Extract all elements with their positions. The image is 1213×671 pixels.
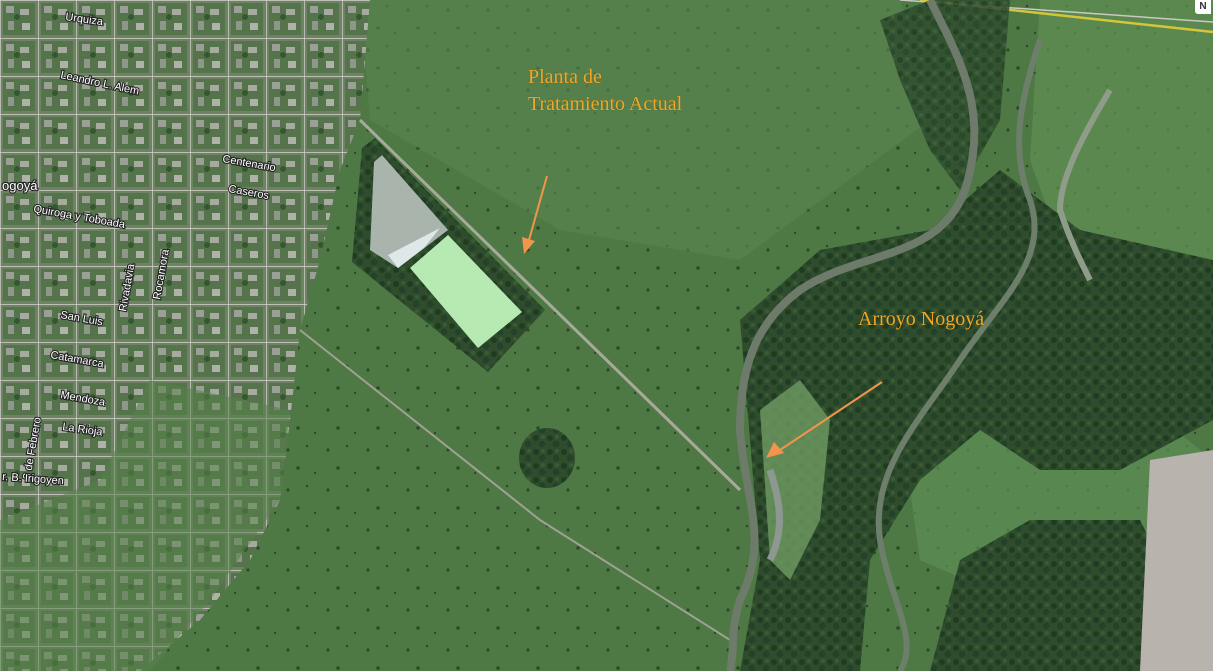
street-irigoyen: r. B. Irigoyen (2, 471, 64, 487)
forest-southeast (930, 520, 1180, 671)
field-patch-east (1030, 0, 1213, 300)
riparian-forest (740, 170, 1213, 671)
town-nogoya: ogoyá (2, 178, 38, 193)
annotation-plant: Planta de Tratamiento Actual (528, 64, 682, 118)
plant-lagoon-white (388, 228, 440, 268)
river-oxbow (766, 468, 783, 562)
annotation-plant-line2: Tratamiento Actual (528, 93, 683, 115)
road-diagonal (358, 118, 742, 492)
annotation-river: Arroyo Nogoyá (858, 308, 985, 330)
annotation-plant-line1: Planta de (528, 66, 602, 88)
town-outskirts (0, 380, 290, 671)
road-west (299, 329, 731, 641)
arrow-to-river-icon (766, 381, 883, 458)
river-nogoya (726, 0, 979, 671)
river-tributary (875, 39, 1043, 671)
field-patch-light (360, 0, 930, 260)
north-indicator-icon[interactable]: N (1195, 0, 1211, 14)
tree-grove (519, 428, 575, 488)
river-branch-east (1056, 88, 1113, 282)
bare-field (1140, 450, 1213, 671)
arrow-to-plant-icon (522, 175, 548, 254)
plant-lagoon-green (410, 235, 522, 348)
